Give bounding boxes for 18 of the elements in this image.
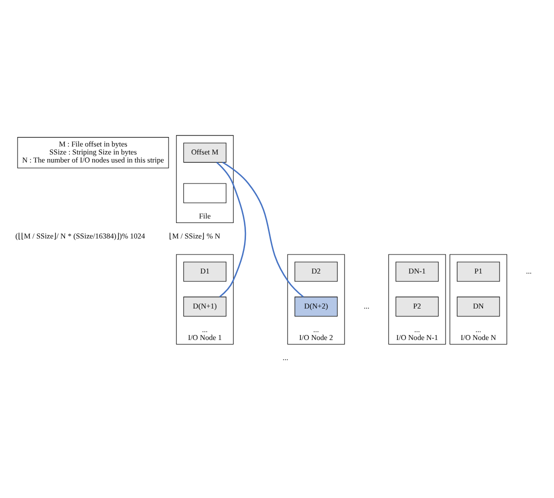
label: ... — [364, 301, 370, 310]
node-box: M : File offset in bytes SSize : Striping Size in bytes N : The number of I/O nodes used in this stripe — [17, 136, 169, 168]
label: ⌊M / SSize⌋ % N — [169, 231, 220, 240]
node-box: D(N+2) — [294, 296, 338, 316]
node-box: D1 — [183, 261, 226, 282]
label: (⌊⌊M / SSize⌋/ N * (SSize/16384)⌋)% 1024 — [15, 231, 146, 240]
node-box: DN — [456, 296, 500, 316]
node-box: D2 — [294, 261, 338, 282]
label: ... — [282, 352, 288, 362]
connector — [222, 161, 304, 297]
node-box: P2 — [396, 296, 439, 316]
node-box: Offset M — [183, 142, 226, 162]
connector — [216, 161, 246, 297]
node-box: DN-1 — [396, 261, 439, 282]
node-box: D(N+1) — [183, 296, 226, 316]
node-box: P1 — [456, 261, 500, 282]
node-box — [183, 182, 226, 203]
label: ... — [526, 266, 532, 276]
